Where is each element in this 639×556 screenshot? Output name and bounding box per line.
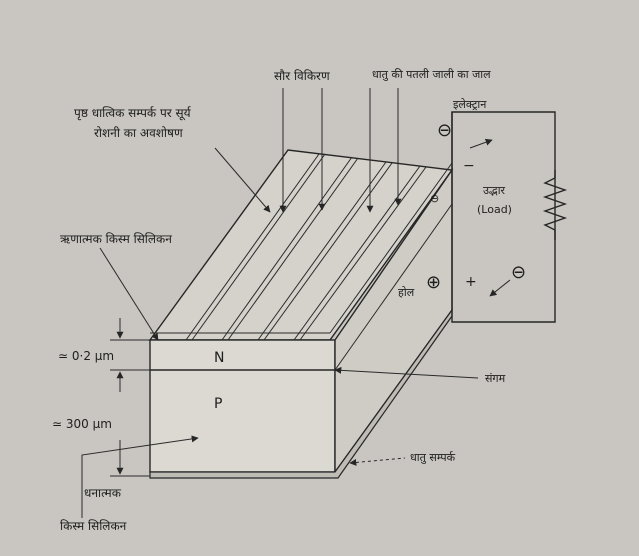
p-type-pointer [81,435,199,518]
load-label-line2: (Load) [477,203,512,216]
front-contact-strip-edge [329,162,453,334]
electron-symbol-cell: ⊖ [430,192,439,205]
hole-flow-arrow [489,279,511,297]
cell-front-face [149,339,336,473]
metal-grid-fingers [185,153,427,341]
load-resistor [542,170,568,240]
n-type-silicon-label: ऋणात्मक किस्म सिलिकन [60,232,172,246]
p-region-label: P [214,396,222,412]
p-type-silicon-label-line2: किस्म सिलिकन [60,519,127,533]
metal-grid-label: धातु की पतली जाली का जाल [372,68,491,81]
solar-radiation-label: सौर विकिरण [274,69,330,83]
solar-radiation-arrows [279,88,402,213]
n-region-label: N [214,350,224,366]
electron-flow-arrow [469,138,493,149]
absorption-label-line2: रोशनी का अवशोषण [94,126,183,140]
external-circuit-frame [451,111,556,323]
p-type-silicon-label-line1: धनात्मक [84,486,122,500]
thickness-dimension-marks [110,318,150,477]
hole-symbol: ⊕ [426,272,441,293]
junction-pointer [334,366,479,379]
electron-symbol-right: ⊖ [511,262,526,283]
absorption-label-line1: पृष्ठ धात्विक सम्पर्क पर सूर्य [74,106,192,121]
electron-symbol-top: ⊖ [437,120,452,141]
hole-label: होल [398,286,415,299]
thickness-n-label: ≃ 0·2 μm [58,349,114,363]
load-label-line1: उद्भार [483,184,506,197]
absorption-pointer [214,147,271,213]
metal-contact-label: धातु सम्पर्क [410,451,456,464]
thickness-p-label: ≃ 300 μm [52,417,112,431]
plus-terminal: + [465,274,477,290]
junction-label: संगम [485,372,506,385]
electron-label: इलेक्ट्रान [453,98,487,111]
minus-terminal: − [463,158,475,174]
pn-junction-side-line [334,203,453,371]
n-type-pointer [99,247,159,341]
